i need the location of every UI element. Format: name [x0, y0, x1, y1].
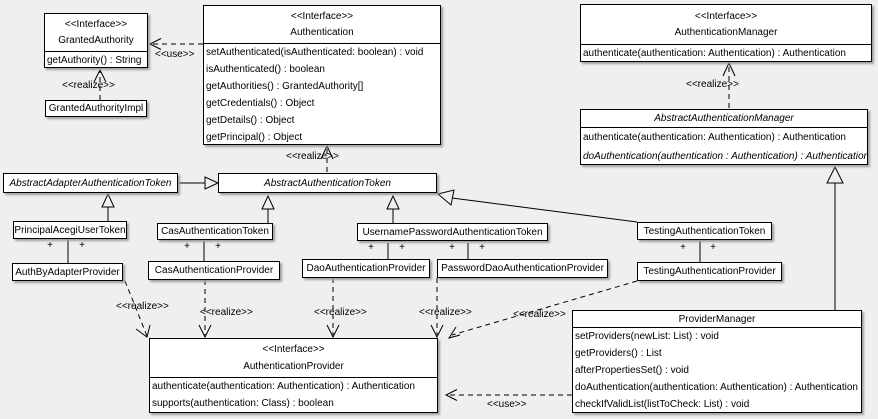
method-label: getPrincipal() : Object	[206, 132, 303, 143]
method-label: getCredentials() : Object	[206, 98, 315, 109]
class-auth-by-adapter-provider: AuthByAdapterProvider	[12, 263, 123, 281]
triangle-arrowhead	[261, 194, 275, 210]
realize-edge-authbyadapter-authenticationprovider	[124, 280, 148, 337]
use-label: <<use>>	[155, 49, 195, 60]
method-label: doAuthentication(authentication : Authen…	[583, 151, 867, 162]
class-name: CasAuthenticationProvider	[154, 265, 274, 276]
method-label: setProviders(newList: List) : void	[575, 331, 719, 342]
method-label: getAuthority() : String	[47, 55, 142, 66]
open-arrowhead	[320, 144, 334, 160]
association-plus-label: +	[479, 242, 485, 253]
class-name: AbstractAuthenticationManager	[654, 113, 794, 124]
class-name: CasAuthenticationToken	[161, 226, 269, 237]
association-plus-label: +	[368, 242, 374, 253]
class-name: Authentication	[290, 27, 354, 38]
class-name: DaoAuthenticationProvider	[306, 263, 426, 274]
gen-edge-testing-abstracttoken	[451, 197, 638, 223]
open-arrowhead	[135, 324, 151, 338]
use-label: <<use>>	[487, 399, 527, 410]
class-abstract-adapter-authentication-token: AbstractAdapterAuthenticationToken	[3, 173, 178, 193]
class-abstract-authentication-token: AbstractAuthenticationToken	[218, 173, 437, 193]
open-arrowhead	[430, 324, 444, 339]
class-name: PasswordDaoAuthenticationProvider	[441, 263, 604, 274]
stereotype-label: <<Interface>>	[694, 10, 758, 22]
class-granted-authority: <<Interface>> GrantedAuthority getAuthor…	[44, 13, 148, 68]
class-name: GrantedAuthorityImpl	[48, 103, 144, 114]
open-arrowhead	[444, 389, 458, 401]
association-plus-label: +	[184, 241, 190, 252]
open-arrowhead	[198, 324, 212, 339]
class-cas-authentication-token: CasAuthenticationToken	[157, 223, 273, 240]
method-label: getProviders() : List	[575, 348, 662, 359]
method-label: authenticate(authentication: Authenticat…	[583, 48, 846, 59]
triangle-arrowhead	[204, 176, 220, 190]
method-label: supports(authentication: Class) : boolea…	[152, 398, 334, 409]
realize-label: <<realize>>	[513, 309, 566, 320]
realize-label: <<realize>>	[200, 307, 253, 318]
method-label: doAuthentication(authentication: Authent…	[575, 382, 858, 393]
class-username-password-authentication-token: UsernamePasswordAuthenticationToken	[357, 223, 548, 241]
realize-label: <<realize>>	[686, 79, 739, 90]
association-plus-label: +	[449, 242, 455, 253]
open-arrowhead	[148, 38, 162, 50]
class-authentication-manager: <<Interface>> AuthenticationManager auth…	[580, 4, 872, 62]
association-plus-label: +	[47, 240, 53, 251]
class-name: AuthenticationProvider	[243, 360, 344, 372]
realize-label: <<realize>>	[62, 80, 115, 91]
association-plus-label: +	[399, 242, 405, 253]
open-arrowhead	[722, 61, 736, 77]
class-testing-authentication-provider: TestingAuthenticationProvider	[637, 262, 782, 281]
triangle-arrowhead	[436, 189, 455, 206]
association-plus-label: +	[215, 241, 221, 252]
class-name: AuthenticationManager	[674, 27, 778, 39]
method-label: isAuthenticated() : boolean	[206, 64, 325, 75]
class-cas-authentication-provider: CasAuthenticationProvider	[148, 261, 280, 280]
association-plus-label: +	[79, 240, 85, 251]
class-name: PrincipalAcegiUserToken	[14, 224, 126, 236]
association-plus-label: +	[680, 242, 686, 253]
class-name: TestingAuthenticationProvider	[643, 266, 776, 277]
method-label: checkIfValidList(listToCheck: List) : vo…	[575, 399, 750, 410]
realize-label: <<realize>>	[286, 151, 339, 162]
class-provider-manager: ProviderManager setProviders(newList: Li…	[572, 310, 862, 413]
class-name: UsernamePasswordAuthenticationToken	[362, 226, 543, 238]
realize-label: <<realize>>	[314, 307, 367, 318]
class-password-dao-authentication-provider: PasswordDaoAuthenticationProvider	[437, 259, 608, 278]
class-dao-authentication-provider: DaoAuthenticationProvider	[302, 259, 430, 278]
method-label: authenticate(authentication: Authenticat…	[152, 381, 415, 392]
method-label: getAuthorities() : GrantedAuthority[]	[206, 81, 364, 92]
class-name: AuthByAdapterProvider	[15, 266, 120, 278]
method-label: authenticate(authentication: Authenticat…	[583, 132, 846, 143]
class-name: GrantedAuthority	[58, 35, 134, 46]
class-testing-authentication-token: TestingAuthenticationToken	[637, 222, 772, 240]
stereotype-label: <<Interface>>	[64, 19, 128, 30]
class-name: AbstractAdapterAuthenticationToken	[9, 177, 172, 189]
class-name: TestingAuthenticationToken	[643, 225, 766, 237]
realize-label: <<realize>>	[419, 307, 472, 318]
stereotype-label: <<Interface>>	[262, 344, 325, 356]
class-abstract-authentication-manager: AbstractAuthenticationManager authentica…	[580, 109, 868, 165]
class-granted-authority-impl: GrantedAuthorityImpl	[45, 100, 147, 117]
method-label: setAuthenticated(isAuthenticated: boolea…	[206, 47, 424, 58]
triangle-arrowhead	[101, 192, 115, 208]
triangle-arrowhead	[386, 194, 400, 210]
triangle-arrowhead	[826, 165, 844, 184]
method-label: afterPropertiesSet() : void	[575, 365, 689, 376]
association-plus-label: +	[710, 242, 716, 253]
class-name: AbstractAuthenticationToken	[264, 177, 391, 189]
stereotype-label: <<Interface>>	[290, 11, 354, 22]
class-authentication: <<Interface>> Authentication setAuthenti…	[203, 5, 441, 145]
class-name: ProviderManager	[678, 313, 756, 325]
open-arrowhead	[93, 68, 107, 83]
open-arrowhead	[326, 324, 340, 339]
method-label: getDetails() : Object	[206, 115, 295, 126]
open-arrowhead	[447, 326, 461, 339]
realize-label: <<realize>>	[116, 301, 169, 312]
class-authentication-provider: <<Interface>> AuthenticationProvider aut…	[149, 338, 438, 413]
class-principal-acegi-user-token: PrincipalAcegiUserToken	[13, 221, 127, 239]
